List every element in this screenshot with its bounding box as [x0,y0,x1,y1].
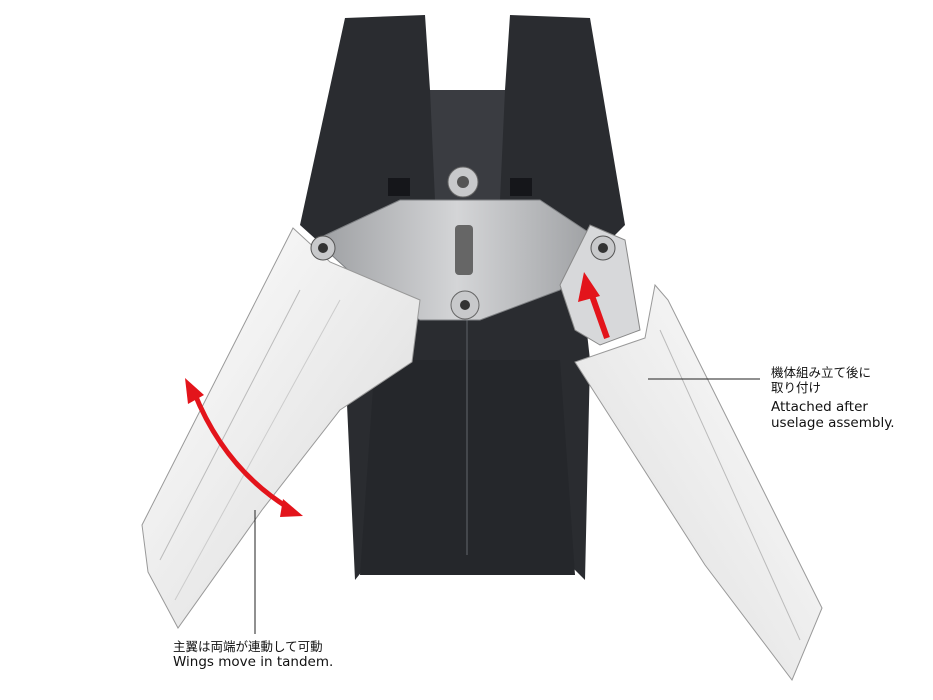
left-wing [141,227,421,629]
attach-jp-line2: 取り付け [771,380,822,395]
attach-arrow [578,272,610,340]
attach-en-line1: Attached after [771,399,868,415]
wing-sweep-arrow [185,378,303,517]
wing-annotation: 主翼は両端が連動して可動 Wings move in tandem. [173,639,333,670]
attach-en-line2: uselage assembly. [771,415,895,432]
wing-jp: 主翼は両端が連動して可動 [173,639,323,654]
attach-jp-line1: 機体組み立て後に [771,365,872,380]
right-wing [559,224,823,681]
wing-en: Wings move in tandem. [173,654,334,670]
attach-annotation: 機体組み立て後に 取り付け Attached after uselage ass… [771,365,895,431]
